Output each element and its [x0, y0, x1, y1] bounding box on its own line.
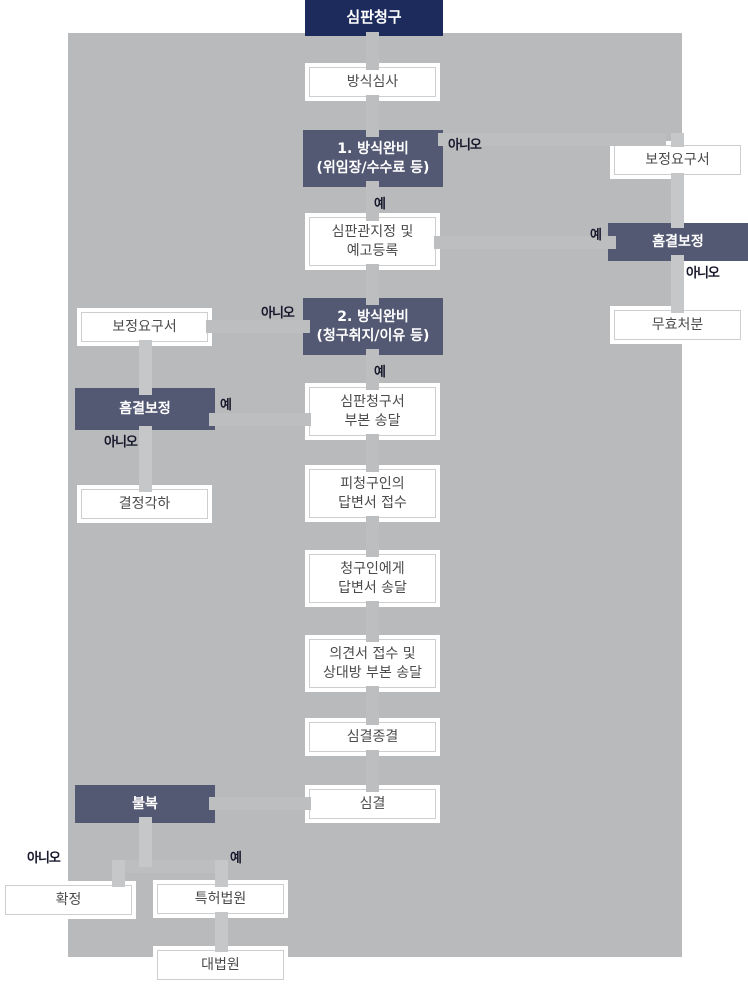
no-label: 아니오 — [104, 435, 138, 450]
yes-label: 예 — [220, 398, 232, 413]
connector-to-supreme-court — [215, 912, 228, 952]
no-label: 아니오 — [261, 306, 295, 321]
yes-label: 예 — [374, 365, 386, 380]
connector-left-yes-return — [209, 413, 311, 426]
connector-spine-7 — [366, 516, 379, 557]
connector-no-to-right-correction — [438, 133, 666, 146]
connector-right-entry — [671, 133, 684, 147]
node-answer-receipt: 피청구인의 답변서 접수 — [305, 465, 440, 522]
node-formality-complete-1: 1. 방식완비 (위임장/수수료 등) — [303, 130, 443, 187]
connector-spine-4 — [366, 264, 379, 305]
yes-label: 예 — [374, 197, 386, 212]
connector-spine-2 — [366, 95, 379, 137]
connector-to-confirmed — [112, 860, 125, 887]
connector-right-1 — [671, 173, 684, 228]
connector-spine-5 — [366, 349, 379, 390]
connector-left-1 — [139, 340, 152, 395]
connector-spine-8 — [366, 601, 379, 642]
connector-no-to-left-correction — [206, 320, 310, 333]
connector-to-patent-court — [215, 860, 228, 887]
node-opinion-receipt: 의견서 접수 및 상대방 부본 송달 — [305, 635, 440, 692]
no-label: 아니오 — [27, 851, 61, 866]
node-correction-request-left: 보정요구서 — [77, 308, 212, 346]
node-trial-request: 심판청구 — [305, 0, 443, 36]
connector-spine-3 — [366, 181, 379, 221]
connector-appeal-branch — [112, 860, 228, 873]
node-supreme-court: 대법원 — [153, 946, 288, 984]
no-label: 아니오 — [448, 138, 482, 153]
node-trial-decision: 심결 — [305, 785, 440, 823]
connector-right-yes-return — [434, 236, 616, 249]
connector-spine-9 — [366, 686, 379, 725]
node-copy-delivery: 심판청구서 부본 송달 — [305, 383, 440, 440]
node-defect-correction-right: 흠결보정 — [608, 223, 748, 261]
node-judge-assignment: 심판관지정 및 예고등록 — [305, 213, 440, 270]
node-appeal: 불복 — [75, 785, 215, 823]
connector-spine-1 — [366, 32, 379, 70]
connector-appeal-down — [139, 817, 152, 867]
node-confirmed: 확정 — [1, 881, 136, 919]
connector-spine-10 — [366, 750, 379, 792]
node-formality-complete-2: 2. 방식완비 (청구취지/이유 등) — [303, 298, 443, 355]
yes-label: 예 — [230, 851, 242, 866]
node-correction-request-right: 보정요구서 — [610, 141, 745, 179]
node-defect-correction-left: 흠결보정 — [75, 388, 215, 430]
node-answer-delivery: 청구인에게 답변서 송달 — [305, 550, 440, 607]
connector-spine-6 — [366, 434, 379, 472]
no-label: 아니오 — [686, 266, 720, 281]
connector-decision-to-appeal — [209, 797, 311, 810]
connector-left-2 — [139, 426, 152, 492]
connector-right-2 — [671, 255, 684, 313]
yes-label: 예 — [590, 228, 602, 243]
